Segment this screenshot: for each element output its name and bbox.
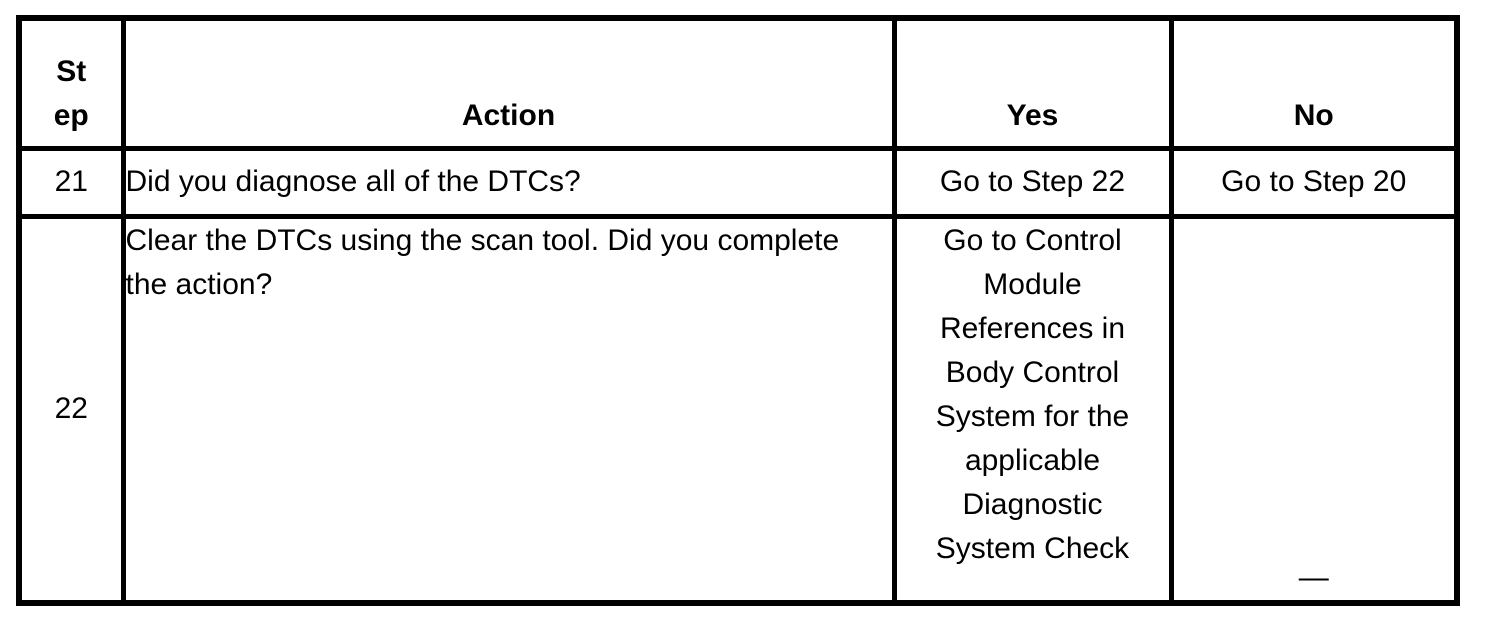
step-22-no-cell: — (1168, 213, 1460, 606)
table-header-row: St ep Action Yes No (16, 15, 1460, 151)
table-row-step-22: 22 Clear the DTCs using the scan tool. D… (16, 213, 1460, 606)
diagnostic-step-table: St ep Action Yes No 21 Did you diagnose … (16, 15, 1460, 606)
step-22-yes-cell: Go to Control Module References in Body … (891, 213, 1174, 606)
table-row-step-21: 21 Did you diagnose all of the DTCs? Go … (16, 145, 1460, 219)
header-cell-yes: Yes (891, 15, 1174, 151)
step-22-action-cell: Clear the DTCs using the scan tool. Did … (120, 213, 897, 606)
header-cell-action: Action (120, 15, 897, 151)
step-21-action-cell: Did you diagnose all of the DTCs? (120, 145, 897, 219)
header-cell-step: St ep (16, 15, 126, 151)
step-21-number-cell: 21 (16, 145, 126, 219)
step-22-number-cell: 22 (16, 213, 126, 606)
step-21-no-cell: Go to Step 20 (1168, 145, 1460, 219)
header-cell-no: No (1168, 15, 1460, 151)
step-21-yes-cell: Go to Step 22 (891, 145, 1174, 219)
